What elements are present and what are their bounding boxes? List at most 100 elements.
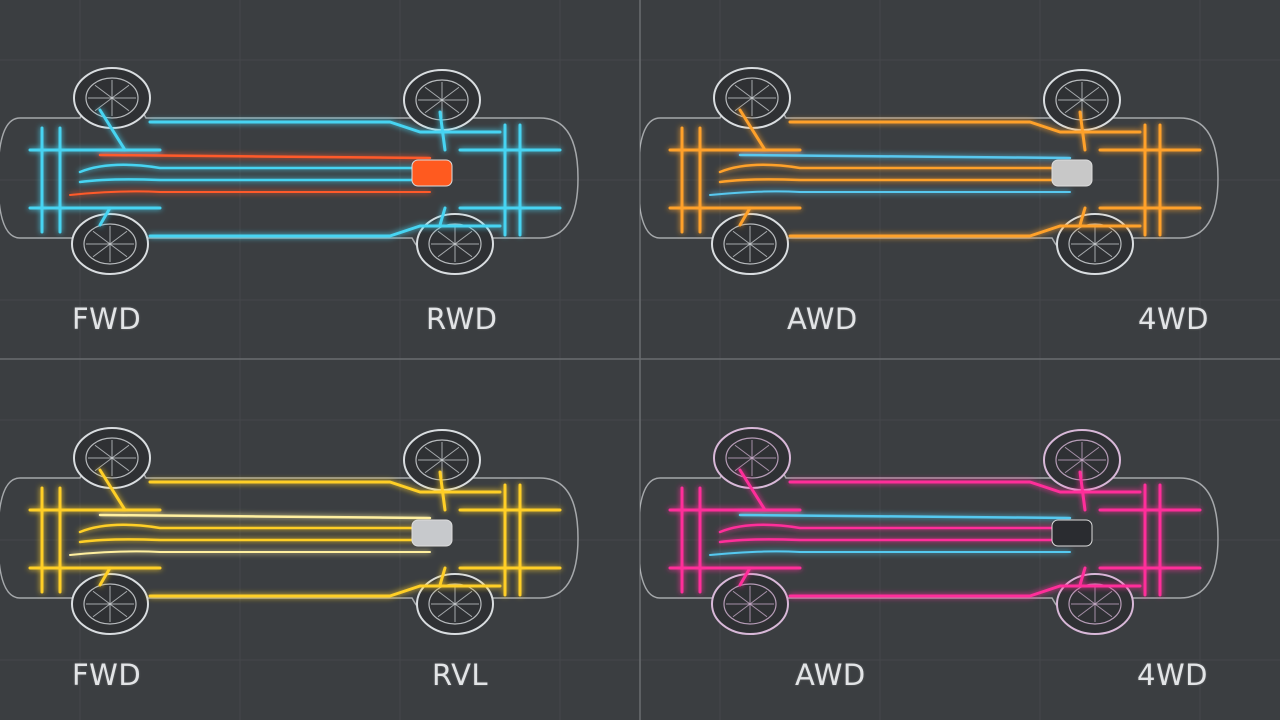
spoke [111, 84, 130, 99]
wheel [1056, 213, 1134, 275]
differential [1051, 159, 1093, 187]
label-4wd-top: 4WD [1138, 302, 1209, 336]
spoke [1081, 86, 1100, 101]
rear-subframe [458, 483, 562, 597]
rim [725, 77, 779, 119]
rim [723, 583, 777, 625]
rail-upper [788, 480, 1142, 494]
spoke [1081, 446, 1100, 461]
front-subframe [668, 486, 802, 594]
spoke [732, 590, 751, 605]
axle-links [738, 108, 1087, 152]
differential [411, 159, 453, 187]
front-subframe [28, 486, 162, 594]
spoke [437, 590, 456, 605]
driveshaft-3 [69, 550, 431, 556]
drivetrain-lines [668, 468, 1202, 598]
spoke [94, 457, 113, 472]
spoke [441, 99, 460, 114]
label-awd-top: AWD [787, 302, 858, 336]
rail-lower [788, 224, 1142, 238]
label-rwd-top: RWD [426, 302, 498, 336]
spoke [1064, 446, 1083, 461]
spoke [751, 444, 770, 459]
rail-lower [148, 224, 502, 238]
wheel [73, 67, 151, 129]
axle-links-lower [738, 206, 1087, 227]
spoke [424, 86, 443, 101]
spoke [111, 444, 130, 459]
rear-subframe [1098, 483, 1202, 597]
spoke [732, 603, 751, 618]
spoke [749, 590, 768, 605]
label-fwd-bottom: FWD [72, 658, 142, 692]
wheel [711, 213, 789, 275]
spoke [734, 97, 753, 112]
driveshaft-3 [709, 550, 1071, 556]
rim [83, 223, 137, 265]
spoke [437, 230, 456, 245]
panel-top-right: AWD 4WD [640, 0, 1280, 360]
driveshaft-4 [98, 153, 432, 160]
spoke [454, 603, 473, 618]
spoke [94, 84, 113, 99]
rim [83, 583, 137, 625]
rim [725, 437, 779, 479]
spoke [1077, 230, 1096, 245]
rim [85, 437, 139, 479]
axle-links [738, 468, 1087, 512]
drivetrain-lines [28, 468, 562, 598]
spoke [441, 446, 460, 461]
rim [1068, 583, 1122, 625]
axle-links [98, 468, 447, 512]
spoke [1064, 459, 1083, 474]
differential [1051, 519, 1093, 547]
spoke [424, 446, 443, 461]
rim [1068, 223, 1122, 265]
spoke [94, 97, 113, 112]
driveshaft-3 [709, 190, 1071, 196]
spoke [437, 243, 456, 258]
wheel [713, 67, 791, 129]
spoke [1077, 590, 1096, 605]
driveshaft-3 [69, 190, 431, 196]
spoke [1077, 243, 1096, 258]
spoke [94, 444, 113, 459]
axle-links [98, 108, 447, 152]
spoke [92, 243, 111, 258]
rim [723, 223, 777, 265]
rim [85, 77, 139, 119]
rear-subframe [458, 123, 562, 237]
spoke [1094, 230, 1113, 245]
spoke [92, 230, 111, 245]
spoke [92, 590, 111, 605]
spoke [734, 444, 753, 459]
spoke [109, 590, 128, 605]
wheel [1056, 573, 1134, 635]
panel-bottom-left: FWD RVL [0, 360, 640, 720]
wheel [416, 213, 494, 275]
panel-bottom-right: AWD 4WD [640, 360, 1280, 720]
chassis-bottom-left [0, 427, 579, 635]
driveshaft-2 [78, 538, 442, 544]
rail-lower [788, 584, 1142, 598]
drivetrain-lines [28, 108, 562, 238]
spoke [1077, 603, 1096, 618]
driveshaft-1 [78, 163, 442, 174]
axle-links-lower [98, 206, 447, 227]
spoke [1064, 99, 1083, 114]
label-awd-bottom: AWD [795, 658, 866, 692]
spoke [109, 230, 128, 245]
front-subframe [668, 126, 802, 234]
spoke [424, 459, 443, 474]
wheel [713, 427, 791, 489]
spoke [111, 457, 130, 472]
rim [428, 583, 482, 625]
spoke [92, 603, 111, 618]
spoke [424, 99, 443, 114]
axle-links-lower [98, 566, 447, 587]
chassis-top-right [640, 67, 1219, 275]
driveshaft-1 [78, 523, 442, 534]
spoke [1081, 459, 1100, 474]
